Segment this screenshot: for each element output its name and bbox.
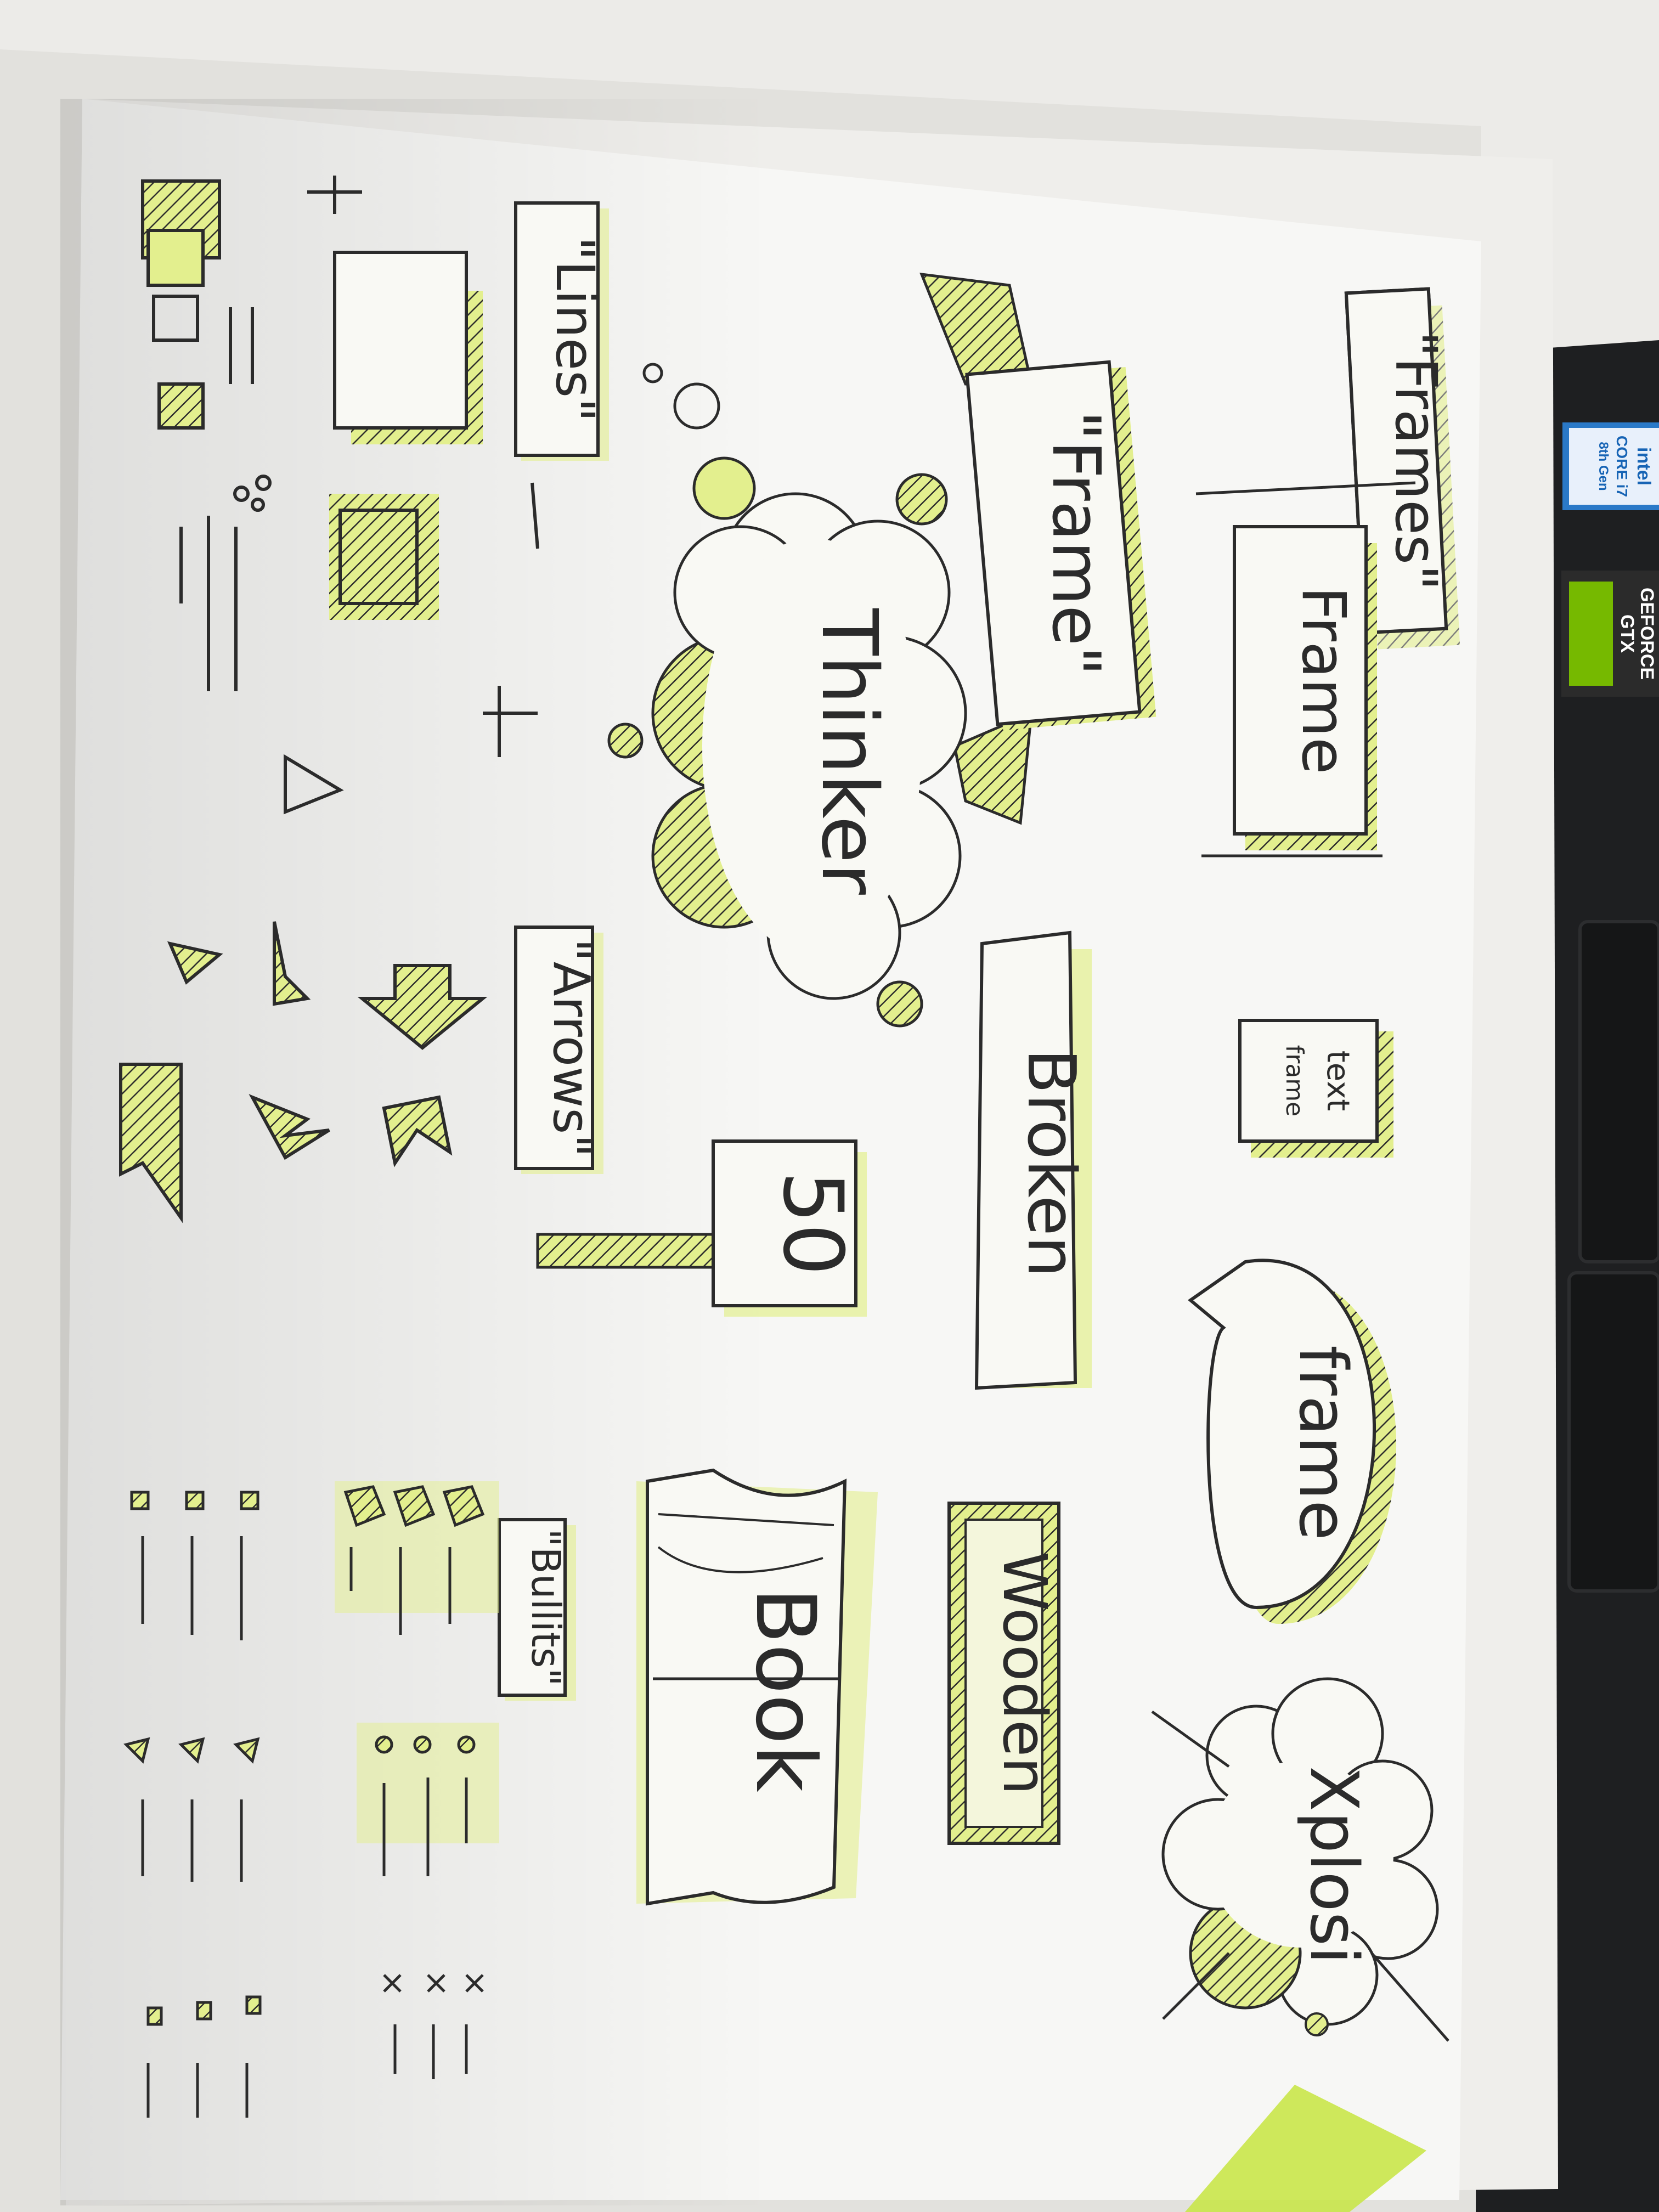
open-book: Book: [636, 1468, 878, 1906]
wooden-sign: Wooden: [947, 1502, 1060, 1845]
intel-brand: intel: [1633, 447, 1654, 486]
line-doodles: [141, 176, 539, 815]
bullet-doodles: [123, 1481, 499, 2118]
lines-title: "Lines": [544, 236, 606, 422]
thinker-label: Thinker: [804, 608, 894, 895]
broken-label: Broken: [1013, 1048, 1089, 1278]
sign-value: 50: [765, 1171, 860, 1276]
bullets-title: "Bullits": [523, 1528, 569, 1686]
thinker-cloud: Thinker: [607, 363, 967, 1028]
nvidia-sticker: GEFORCE GTX: [1561, 571, 1659, 697]
plain-frame: Frame: [1195, 481, 1416, 857]
arrows-title: "Arrows": [542, 938, 601, 1157]
banner-label: "Frame": [1037, 410, 1114, 676]
nvidia-line1: GEFORCE: [1637, 588, 1657, 680]
arrow-doodles: [119, 921, 488, 1223]
intel-line2: 8th Gen: [1596, 442, 1611, 490]
explosion-label: Xplosi: [1295, 1767, 1372, 1965]
lines-title-box: "Lines": [514, 201, 609, 461]
text-frame: text frame: [1238, 1019, 1393, 1158]
explosion-cloud: Xplosi: [1151, 1677, 1449, 2042]
arrows-title-box: "Arrows": [514, 926, 603, 1174]
green-sticky-note: [1185, 2085, 1426, 2212]
broken-frame: Broken: [974, 930, 1092, 1390]
text-frame-line2: frame: [1280, 1045, 1308, 1116]
bullets-title-box: "Bullits": [498, 1518, 576, 1701]
frames-title: "Frames": [1383, 331, 1449, 591]
book-label: Book: [737, 1587, 833, 1792]
number-sign: 50: [536, 1139, 867, 1317]
ribbon-banner: "Frame": [919, 272, 1156, 825]
wooden-label: Wooden: [990, 1551, 1060, 1795]
speech-bubble-frame: frame: [1188, 1259, 1397, 1624]
frame-box-label: Frame: [1289, 586, 1359, 775]
intel-line1: CORE i7: [1613, 436, 1630, 497]
text-frame-line1: text: [1320, 1051, 1356, 1111]
nvidia-line2: GTX: [1617, 614, 1638, 653]
intel-sticker: intel CORE i7 8th Gen: [1562, 422, 1659, 510]
speech-frame-label: frame: [1284, 1345, 1361, 1541]
